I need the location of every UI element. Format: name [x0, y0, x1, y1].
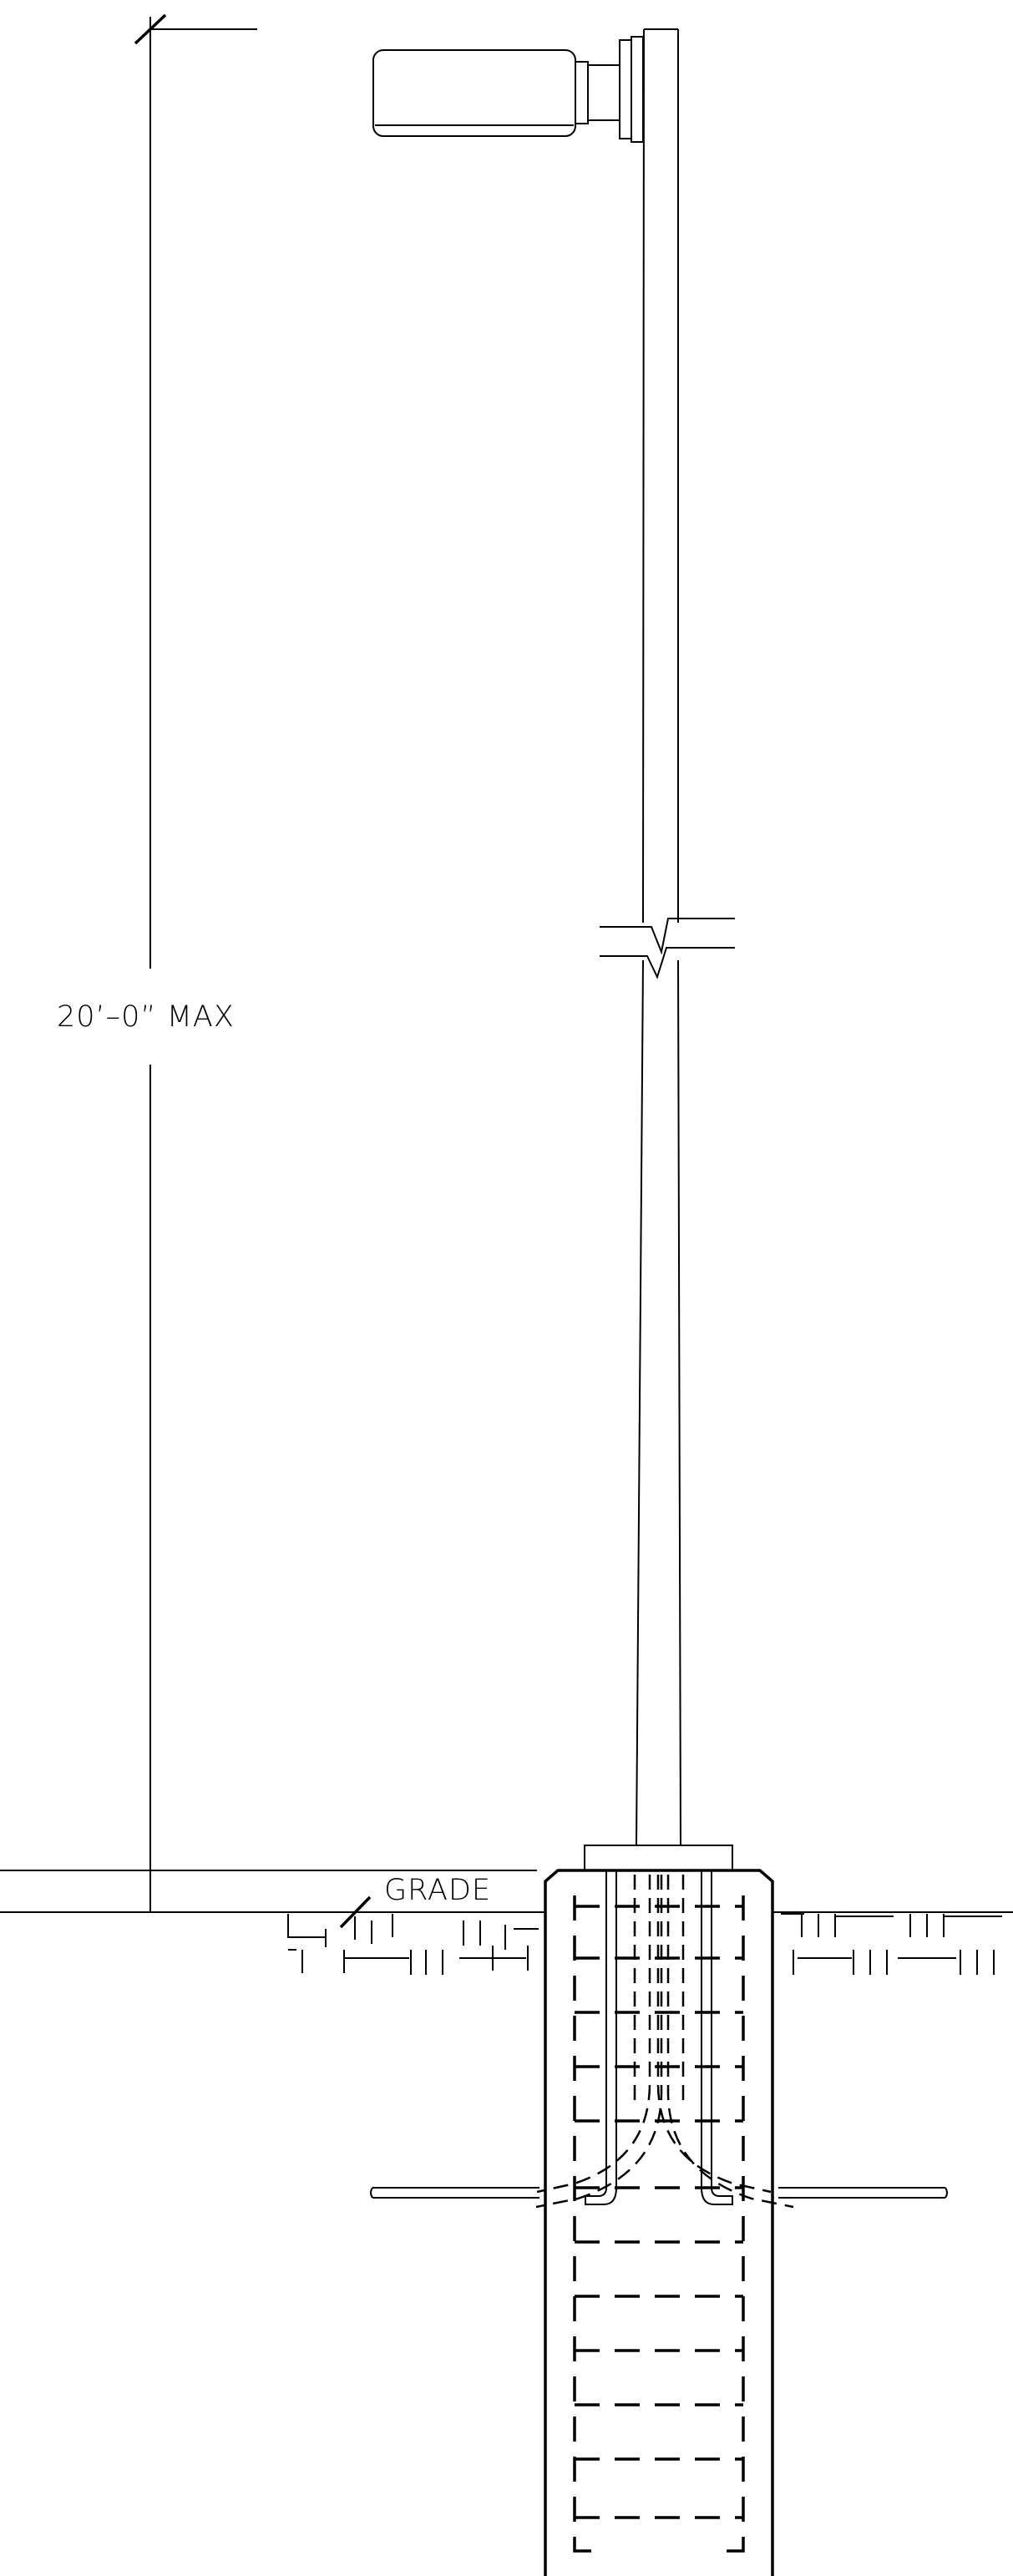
concrete-foundation — [544, 1869, 774, 2576]
height-dimension-line — [134, 13, 257, 1912]
earth-hatch-left — [287, 1914, 539, 1975]
dimension-tick-top — [134, 13, 167, 45]
pole-break-symbol — [600, 918, 735, 979]
grade-marker-tick — [339, 1895, 372, 1929]
earth-hatch-right — [781, 1913, 1002, 1975]
anchor-bolts — [585, 1870, 733, 2205]
conduit-sweeps — [370, 1875, 948, 2209]
height-dimension-label: 20’–0” MAX — [53, 999, 238, 1035]
grade-line — [0, 1870, 1013, 1929]
foundation-rebar-cage — [573, 1895, 745, 2553]
pole-base-plate — [584, 1845, 733, 1871]
luminaire-fixture — [372, 36, 644, 143]
grade-label: GRADE — [384, 1874, 492, 1907]
pole-shaft — [636, 28, 681, 1846]
